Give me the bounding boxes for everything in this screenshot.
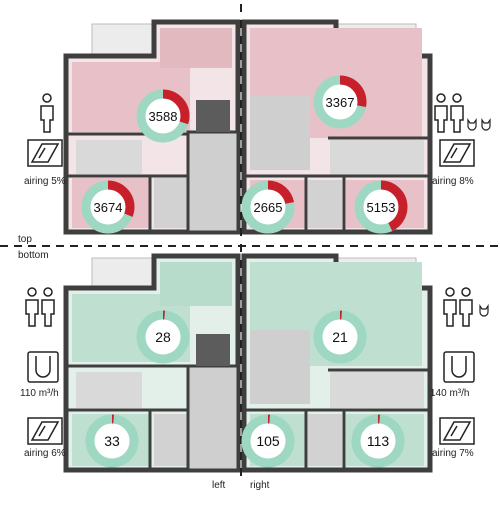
airflow-label-bottom-left: 110 m³/h: [20, 388, 59, 399]
bottom-right-bath: [330, 372, 424, 408]
room-ring-bottom-right-bed2: 113: [351, 414, 405, 468]
window-airing-icon: [27, 139, 63, 167]
ring-value-text: 28: [155, 329, 171, 345]
airing-label-top-right: airing 8%: [432, 176, 474, 187]
bottom-interior-walls: [66, 364, 430, 470]
top-left-closet: [154, 178, 188, 228]
bottom-right-kitchen: [250, 330, 310, 404]
room-ring-bottom-left-bedroom: 33: [85, 414, 139, 468]
balcony-bottom-left: [91, 257, 155, 289]
ring-value-text: 3674: [94, 200, 123, 215]
airflow-label-bottom-right: 140 m³/h: [430, 388, 470, 399]
ring-value-text: 21: [332, 329, 348, 345]
person-icon: [443, 287, 457, 327]
person-icon: [434, 93, 448, 133]
ventilation-unit-icon: [443, 351, 475, 383]
room-value-rings: 3588 3367 3674 2665 5153 28 21 33 105 113: [81, 75, 408, 468]
person-icon: [25, 287, 39, 327]
ring-value-arc: [241, 414, 295, 468]
top-left-bath: [76, 140, 142, 174]
floor-label-top: top: [18, 234, 32, 245]
room-ring-bottom-right-bed1: 105: [241, 414, 295, 468]
top-right-closet: [308, 180, 342, 228]
room-ring-top-left-bedroom: 3674: [81, 180, 135, 234]
elevator-shaft: [196, 100, 230, 132]
room-ring-top-left-living: 3588: [136, 89, 190, 143]
ventilation-unit-icon: [27, 351, 59, 383]
ring-value-arc: [136, 89, 190, 143]
top-right-kitchen: [250, 96, 310, 170]
bottom-right-closet: [308, 414, 342, 466]
airing-label-bottom-left: airing 6%: [24, 448, 66, 459]
balcony-top-left: [91, 23, 155, 57]
pet-icon: [481, 118, 491, 131]
ring-value-text: 3367: [326, 95, 355, 110]
airing-label-bottom-right: airing 7%: [432, 448, 474, 459]
ring-value-arc: [313, 75, 367, 129]
ring-value-text: 113: [367, 433, 390, 449]
top-right-bath: [330, 140, 424, 176]
person-icon: [459, 287, 473, 327]
pet-icon: [467, 118, 477, 131]
window-airing-icon: [439, 417, 475, 445]
room-ring-bottom-right-living: 21: [313, 310, 367, 364]
room-ring-top-right-living: 3367: [313, 75, 367, 129]
person-icon: [41, 287, 55, 327]
window-airing-icon: [27, 417, 63, 445]
airing-label-top-left: airing 5%: [24, 176, 66, 187]
person-icon: [40, 93, 54, 133]
ring-value-arc: [241, 180, 295, 234]
stair-core-bottom: [186, 364, 240, 472]
ring-value-text: 33: [104, 433, 120, 449]
stair-core: [186, 130, 240, 234]
ring-value-arc: [136, 310, 190, 364]
bottom-left-bath: [76, 372, 142, 408]
ring-value-text: 2665: [254, 200, 283, 215]
top-interior-walls: [66, 132, 430, 232]
ring-value-arc: [354, 180, 408, 234]
unit-label-right: right: [250, 480, 270, 491]
bottom-left-kitchen: [160, 262, 232, 306]
ring-value-arc: [313, 310, 367, 364]
top-left-kitchen: [160, 28, 232, 68]
ring-value-arc: [351, 414, 405, 468]
ring-value-text: 105: [256, 433, 280, 449]
floor-label-bottom: bottom: [18, 250, 49, 261]
bottom-left-closet: [154, 414, 188, 466]
room-ring-bottom-left-living: 28: [136, 310, 190, 364]
room-ring-top-right-bed1: 2665: [241, 180, 295, 234]
room-ring-top-right-bed2: 5153: [354, 180, 408, 234]
ring-value-text: 3588: [149, 109, 178, 124]
window-airing-icon: [439, 139, 475, 167]
ring-value-arc: [81, 180, 135, 234]
elevator-shaft-bottom: [196, 334, 230, 366]
person-icon: [450, 93, 464, 133]
unit-label-left: left: [212, 480, 226, 491]
pet-icon: [479, 304, 489, 317]
ring-value-arc: [85, 414, 139, 468]
ring-value-text: 5153: [367, 200, 396, 215]
